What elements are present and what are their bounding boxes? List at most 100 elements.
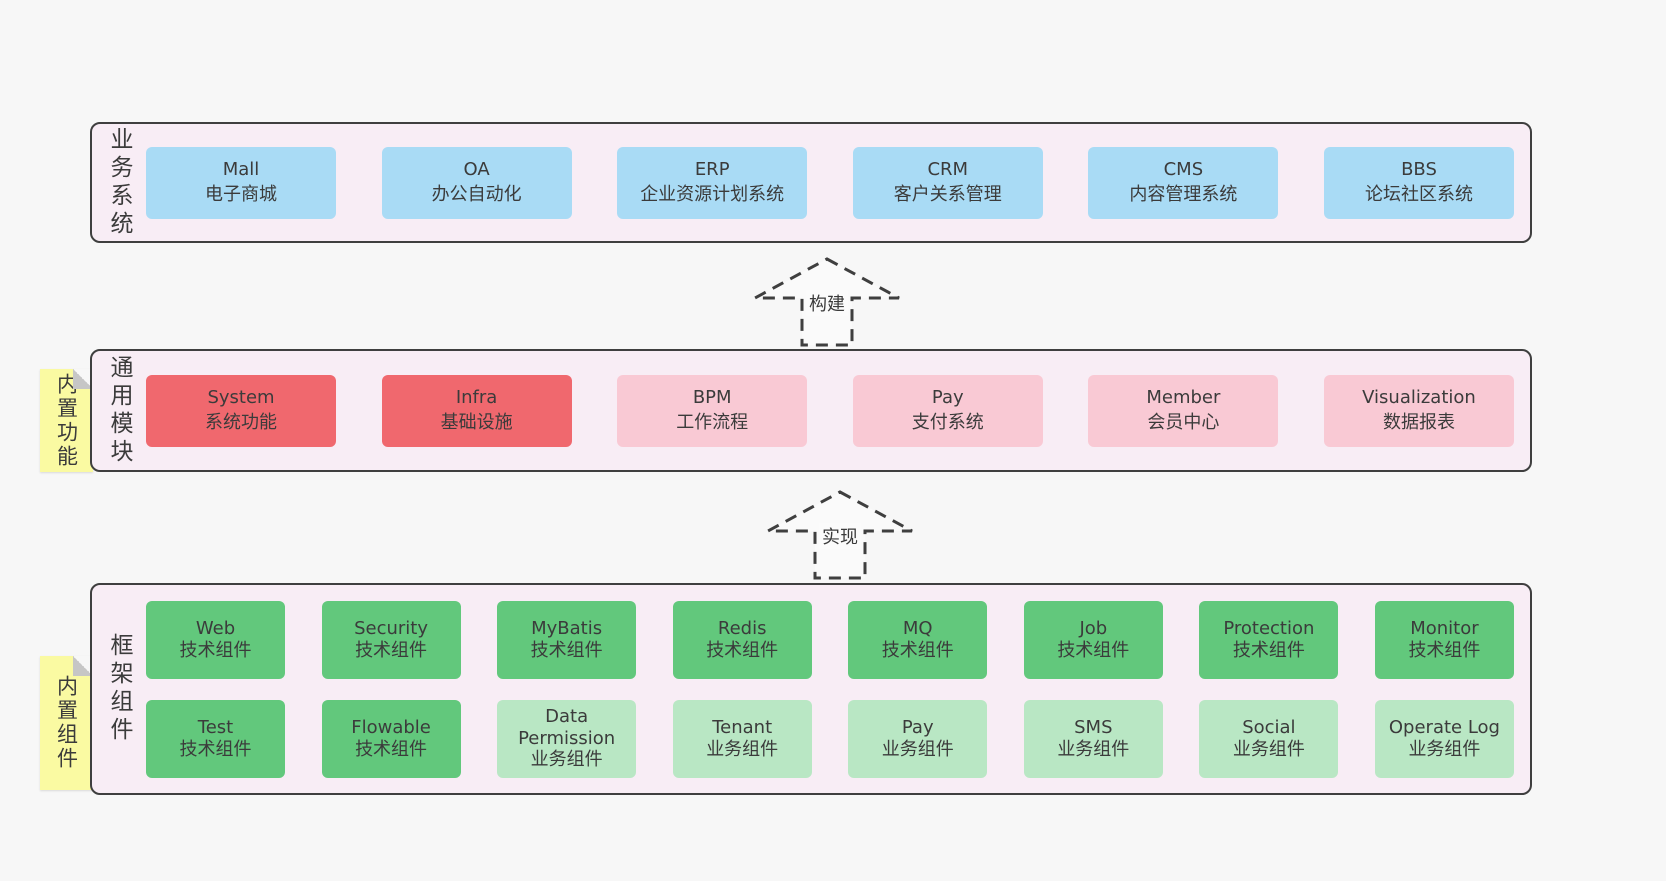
box-subtitle: 技术组件 [179, 639, 252, 661]
box-crm: CRM 客户关系管理 [852, 146, 1043, 219]
box-subtitle: 企业资源计划系统 [640, 183, 785, 205]
folded-corner-icon [73, 369, 93, 389]
box-tenant: Tenant 业务组件 [672, 699, 812, 778]
box-web: Web 技术组件 [146, 600, 285, 679]
box-subtitle: 基础设施 [440, 411, 513, 433]
box-data-permission: Data Permission 业务组件 [497, 699, 637, 778]
component-rows: Web 技术组件 Security 技术组件 MyBatis 技术组件 Redi… [146, 600, 1530, 778]
box-title: Protection [1223, 617, 1315, 639]
box-monitor: Monitor 技术组件 [1374, 600, 1514, 679]
box-subtitle: 工作流程 [676, 411, 749, 433]
box-subtitle: 业务组件 [530, 749, 603, 771]
box-title: Data Permission [518, 705, 616, 749]
box-member: Member 会员中心 [1088, 374, 1279, 447]
box-title: Mall [222, 158, 260, 180]
box-sms: SMS 业务组件 [1023, 699, 1163, 778]
box-title: Social [1242, 716, 1296, 738]
sticky-note-builtin-features: 内置功能 [40, 369, 93, 472]
layer-side-label: 业务系统 [106, 126, 132, 239]
box-operate-log: Operate Log 业务组件 [1374, 699, 1514, 778]
box-title: BPM [692, 386, 732, 408]
box-subtitle: 数据报表 [1382, 411, 1455, 433]
box-title: Member [1146, 386, 1221, 408]
box-mall: Mall 电子商城 [146, 146, 336, 219]
box-job: Job 技术组件 [1023, 600, 1163, 679]
box-title: Security [354, 617, 429, 639]
box-subtitle: 系统功能 [205, 411, 277, 433]
box-subtitle: 办公自动化 [431, 183, 522, 205]
box-erp: ERP 企业资源计划系统 [617, 146, 808, 219]
box-title: Web [195, 617, 236, 639]
box-subtitle: 业务组件 [881, 738, 954, 760]
box-flowable: Flowable 技术组件 [321, 699, 461, 778]
box-title: Test [197, 716, 234, 738]
box-subtitle: 技术组件 [881, 639, 954, 661]
box-subtitle: 技术组件 [355, 639, 428, 661]
sticky-note-label: 内置组件 [54, 675, 79, 771]
box-title: Redis [717, 617, 767, 639]
box-subtitle: 客户关系管理 [893, 183, 1002, 205]
box-mq: MQ 技术组件 [848, 600, 988, 679]
box-subtitle: 会员中心 [1147, 411, 1220, 433]
sticky-note-builtin-components: 内置组件 [40, 656, 93, 790]
box-cms: CMS 内容管理系统 [1088, 146, 1279, 219]
box-title: ERP [694, 158, 730, 180]
module-boxes: System 系统功能 Infra 基础设施 BPM 工作流程 Pay 支付系统… [146, 374, 1530, 447]
box-title: SMS [1074, 716, 1113, 738]
box-title: MyBatis [531, 617, 603, 639]
box-subtitle: 业务组件 [1408, 738, 1481, 760]
business-boxes: Mall 电子商城 OA 办公自动化 ERP 企业资源计划系统 CRM 客户关系… [146, 146, 1530, 219]
box-title: MQ [902, 617, 933, 639]
box-pay-component: Pay 业务组件 [848, 699, 988, 778]
box-title: Job [1079, 617, 1108, 639]
box-title: Pay [931, 386, 964, 408]
arrow-label: 实现 [819, 523, 861, 549]
box-visualization: Visualization 数据报表 [1323, 374, 1514, 447]
box-subtitle: 电子商城 [205, 183, 277, 205]
box-pay-module: Pay 支付系统 [852, 374, 1043, 447]
box-bbs: BBS 论坛社区系统 [1323, 146, 1514, 219]
box-social: Social 业务组件 [1199, 699, 1339, 778]
box-subtitle: 技术组件 [530, 639, 603, 661]
box-oa: OA 办公自动化 [381, 146, 572, 219]
box-title: OA [463, 158, 490, 180]
box-title: Pay [901, 716, 934, 738]
layer-framework-components: 框架组件 Web 技术组件 Security 技术组件 MyBatis 技术组件… [90, 583, 1532, 795]
box-subtitle: 技术组件 [1232, 639, 1305, 661]
box-title: CRM [927, 158, 969, 180]
box-title: System [207, 386, 275, 408]
layer-common-modules: 通用模块 System 系统功能 Infra 基础设施 BPM 工作流程 Pay… [90, 349, 1532, 472]
box-subtitle: 内容管理系统 [1129, 183, 1238, 205]
layer-business-systems: 业务系统 Mall 电子商城 OA 办公自动化 ERP 企业资源计划系统 CRM… [90, 122, 1532, 243]
box-title: Flowable [351, 716, 431, 738]
arrow-build: 构建 [752, 256, 902, 348]
layer-side-label: 框架组件 [106, 633, 132, 745]
box-title: Visualization [1362, 386, 1476, 408]
box-title: BBS [1401, 158, 1437, 180]
box-mybatis: MyBatis 技术组件 [497, 600, 637, 679]
arrow-implement: 实现 [765, 489, 915, 581]
box-title: Infra [455, 386, 498, 408]
box-infra: Infra 基础设施 [381, 374, 572, 447]
box-system: System 系统功能 [146, 374, 336, 447]
box-subtitle: 业务组件 [706, 738, 779, 760]
box-title: Operate Log [1388, 716, 1500, 738]
box-subtitle: 业务组件 [1057, 738, 1130, 760]
box-redis: Redis 技术组件 [672, 600, 812, 679]
box-test: Test 技术组件 [146, 699, 285, 778]
box-subtitle: 技术组件 [1408, 639, 1481, 661]
box-subtitle: 业务组件 [1232, 738, 1305, 760]
box-bpm: BPM 工作流程 [617, 374, 808, 447]
box-security: Security 技术组件 [321, 600, 461, 679]
box-subtitle: 技术组件 [1057, 639, 1130, 661]
box-subtitle: 论坛社区系统 [1364, 183, 1473, 205]
box-protection: Protection 技术组件 [1199, 600, 1339, 679]
arrow-label: 构建 [806, 290, 848, 316]
layer-side-label: 通用模块 [106, 354, 132, 467]
box-title: Tenant [712, 716, 773, 738]
box-title: CMS [1163, 158, 1204, 180]
box-subtitle: 技术组件 [355, 738, 428, 760]
box-subtitle: 技术组件 [706, 639, 779, 661]
folded-corner-icon [73, 656, 93, 676]
